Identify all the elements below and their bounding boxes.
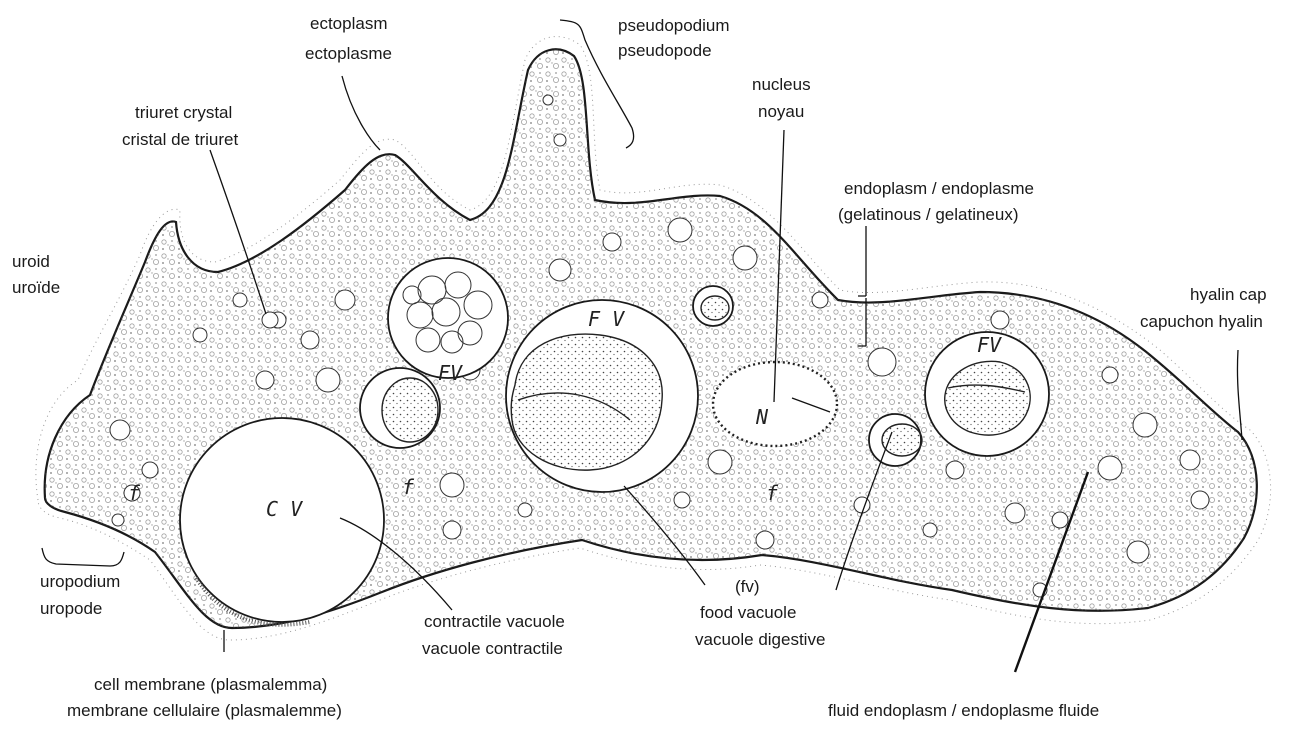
f-mark-3: f bbox=[766, 481, 779, 505]
label-nucleus: nucleus noyau bbox=[752, 75, 811, 121]
svg-text:hyalin cap: hyalin cap bbox=[1190, 285, 1267, 304]
label-endoplasm: endoplasm / endoplasme (gelatinous / gel… bbox=[838, 179, 1034, 224]
svg-text:cristal de triuret: cristal de triuret bbox=[122, 130, 238, 149]
svg-text:endoplasm / endoplasme: endoplasm / endoplasme bbox=[844, 179, 1034, 198]
svg-text:food vacuole: food vacuole bbox=[700, 603, 796, 622]
svg-text:(gelatinous / gelatineux): (gelatinous / gelatineux) bbox=[838, 205, 1019, 224]
fv-mark-2: F V bbox=[588, 307, 625, 331]
svg-text:uropodium: uropodium bbox=[40, 572, 120, 591]
label-fluid: fluid endoplasm / endoplasme fluide bbox=[828, 701, 1099, 720]
food-mass-2 bbox=[511, 334, 662, 470]
label-membrane: cell membrane (plasmalemma) membrane cel… bbox=[67, 675, 342, 720]
f-mark-1: f bbox=[128, 481, 141, 505]
svg-text:vacuole digestive: vacuole digestive bbox=[695, 630, 825, 649]
cv-mark: C V bbox=[266, 497, 303, 521]
svg-text:vacuole contractile: vacuole contractile bbox=[422, 639, 563, 658]
svg-text:triuret crystal: triuret crystal bbox=[135, 103, 232, 122]
food-mass-3 bbox=[945, 361, 1030, 435]
svg-text:noyau: noyau bbox=[758, 102, 804, 121]
fv-mark-3: FV bbox=[977, 333, 1002, 357]
svg-text:uropode: uropode bbox=[40, 599, 102, 618]
nucleus-mark: N bbox=[755, 405, 769, 429]
svg-text:nucleus: nucleus bbox=[752, 75, 811, 94]
uropodium-bracket bbox=[42, 548, 124, 566]
svg-text:pseudopode: pseudopode bbox=[618, 41, 712, 60]
svg-text:membrane cellulaire (plasmalem: membrane cellulaire (plasmalemme) bbox=[67, 701, 342, 720]
svg-text:uroid: uroid bbox=[12, 252, 50, 271]
svg-text:uroïde: uroïde bbox=[12, 278, 60, 297]
label-triuret: triuret crystal cristal de triuret bbox=[122, 103, 238, 149]
f-mark-2: f bbox=[402, 475, 415, 499]
label-pseudopodium: pseudopodium pseudopode bbox=[618, 16, 730, 60]
svg-text:(fv): (fv) bbox=[735, 577, 760, 596]
label-uroid: uroid uroïde bbox=[12, 252, 60, 297]
small-food-mass bbox=[382, 378, 438, 442]
label-hyalin: hyalin cap capuchon hyalin bbox=[1140, 285, 1267, 331]
svg-text:fluid endoplasm / endoplasme f: fluid endoplasm / endoplasme fluide bbox=[828, 701, 1099, 720]
label-contractile: contractile vacuole vacuole contractile bbox=[422, 612, 565, 658]
svg-text:ectoplasm: ectoplasm bbox=[310, 14, 387, 33]
ectoplasm-pointer bbox=[342, 76, 380, 150]
vacuole-near-nucleus-mass bbox=[882, 424, 922, 456]
svg-text:ectoplasme: ectoplasme bbox=[305, 44, 392, 63]
label-ectoplasm: ectoplasm ectoplasme bbox=[305, 14, 392, 63]
svg-text:cell membrane (plasmalemma): cell membrane (plasmalemma) bbox=[94, 675, 327, 694]
svg-text:capuchon hyalin: capuchon hyalin bbox=[1140, 312, 1263, 331]
label-food: (fv) food vacuole vacuole digestive bbox=[695, 577, 825, 649]
vacuole-upper-middle-mass bbox=[701, 296, 729, 320]
svg-text:pseudopodium: pseudopodium bbox=[618, 16, 730, 35]
fv-mark-1: FV bbox=[438, 361, 463, 385]
label-uropodium: uropodium uropode bbox=[40, 572, 120, 618]
svg-text:contractile vacuole: contractile vacuole bbox=[424, 612, 565, 631]
